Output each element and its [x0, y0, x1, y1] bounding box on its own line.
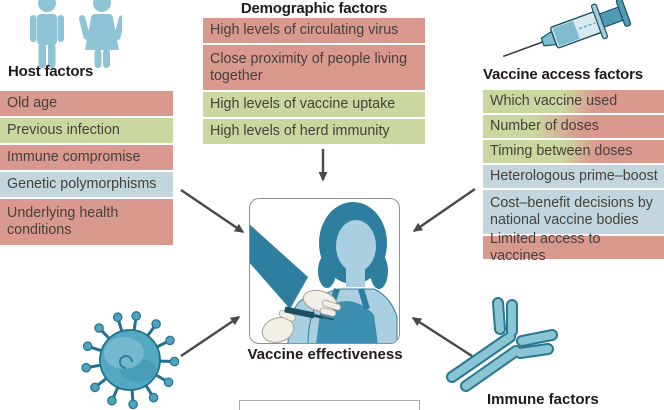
host-factor-row: Genetic polymorphisms	[0, 172, 173, 197]
demographic-factor-row: Close proximity of people living togethe…	[203, 45, 425, 90]
arrow-access-to-center	[412, 188, 476, 232]
access-factor-row: Number of doses	[483, 115, 664, 138]
factor-label: Timing between doses	[490, 143, 633, 160]
factor-label: Cost–benefit decisions by national vacci…	[490, 195, 653, 228]
factor-label: Limited access to vaccines	[490, 230, 601, 264]
access-factor-row: Cost–benefit decisions by national vacci…	[483, 190, 664, 234]
host-factor-row: Immune compromise	[0, 145, 173, 170]
factor-label: High levels of herd immunity	[210, 123, 390, 140]
access-factor-row: Which vaccine used	[483, 90, 664, 113]
factor-label: Heterologous prime–boost	[490, 168, 658, 185]
cropped-panel-box	[239, 400, 420, 410]
small-syringe-icon	[284, 306, 334, 321]
factor-label: High levels of vaccine uptake	[210, 96, 396, 113]
factor-label: Underlying health conditions	[7, 205, 119, 238]
virus-icon	[79, 309, 181, 410]
host-factor-row: Underlying health conditions	[0, 199, 173, 245]
factor-label: Close proximity of people living togethe…	[210, 50, 408, 84]
access-factor-row: Limited access to vaccines	[483, 231, 664, 264]
factor-label: High levels of circulating virus	[210, 22, 399, 39]
arrow-host-to-center	[180, 189, 245, 233]
people-icon	[30, 0, 122, 68]
syringe-icon	[502, 0, 632, 58]
vaccination-illustration	[249, 198, 400, 344]
antibody-icon	[446, 297, 558, 392]
demographic-factor-row: High levels of vaccine uptake	[203, 92, 425, 117]
factor-label: Genetic polymorphisms	[7, 176, 157, 193]
access-factor-row: Heterologous prime–boost	[483, 165, 664, 188]
host-factor-row: Previous infection	[0, 118, 173, 143]
factor-label: Number of doses	[490, 118, 599, 135]
demographic-factor-row: High levels of circulating virus	[203, 18, 425, 43]
host-factor-row: Old age	[0, 91, 173, 116]
demographic-factor-row: High levels of herd immunity	[203, 119, 425, 144]
factor-label: Old age	[7, 95, 58, 112]
vaccination-scene-icon	[250, 202, 398, 343]
factor-label: Previous infection	[7, 122, 120, 139]
vaccine-effectiveness-caption: Vaccine effectiveness	[247, 346, 403, 363]
immune-factors-heading: Immune factors	[487, 391, 599, 408]
host-factors-heading: Host factors	[8, 63, 94, 80]
access-factor-row: Timing between doses	[483, 140, 664, 163]
demographic-factors-heading: Demographic factors	[240, 0, 388, 17]
factor-label: Immune compromise	[7, 149, 141, 166]
vaccine-access-factors-heading: Vaccine access factors	[483, 66, 643, 83]
factor-label: Which vaccine used	[490, 93, 618, 110]
